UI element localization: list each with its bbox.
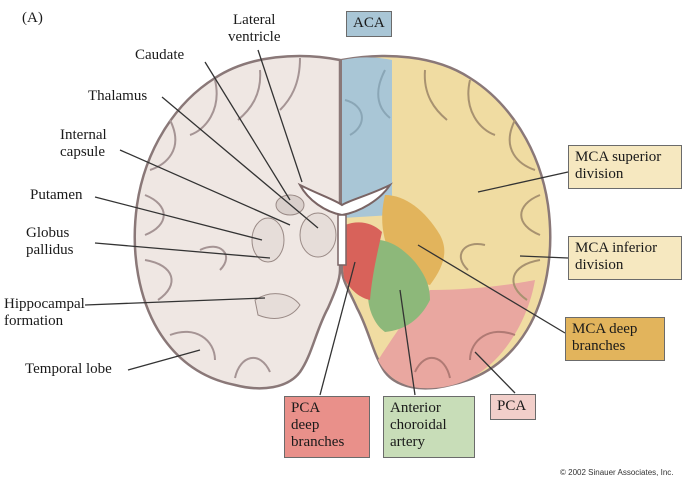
- thalamus-nucleus: [299, 212, 337, 258]
- box-mca-superior: MCA superior division: [568, 145, 682, 189]
- label-internal-capsule-line2: capsule: [60, 144, 105, 160]
- label-internal-capsule: Internal capsule: [60, 127, 107, 161]
- label-putamen: Putamen: [30, 187, 83, 203]
- label-hippocampal-formation-line1: Hippocampal: [4, 296, 85, 312]
- box-mca-inferior-line2: division: [575, 257, 624, 273]
- box-anterior-choroidal-line2: choroidal: [390, 417, 447, 433]
- label-lateral-ventricle: Lateral ventricle: [228, 12, 280, 46]
- label-hippocampal-formation-line2: formation: [4, 313, 64, 329]
- label-lateral-ventricle-line2: ventricle: [228, 29, 281, 45]
- right-gyri: [423, 69, 541, 301]
- box-mca-inferior: MCA inferior division: [568, 236, 682, 280]
- box-pca-deep-line2: deep: [291, 417, 320, 433]
- box-mca-inferior-line1: MCA inferior: [575, 240, 658, 256]
- box-mca-deep: MCA deep branches: [565, 317, 665, 361]
- putamen-nucleus: [251, 217, 285, 263]
- label-globus-pallidus: Globus pallidus: [26, 225, 74, 259]
- copyright-notice: © 2002 Sinauer Associates, Inc.: [560, 468, 674, 477]
- hippocampus: [254, 293, 301, 319]
- box-pca-deep-line3: branches: [291, 434, 345, 450]
- box-pca: PCA: [490, 394, 536, 420]
- anterior-choroidal-territory: [366, 239, 430, 332]
- third-ventricle: [337, 214, 347, 266]
- box-anterior-choroidal-line3: artery: [390, 434, 425, 450]
- label-temporal-lobe: Temporal lobe: [25, 361, 112, 377]
- aca-sulci: [344, 69, 391, 136]
- panel-label: (A): [22, 10, 43, 26]
- label-globus-pallidus-line2: pallidus: [26, 242, 74, 258]
- box-mca-deep-line2: branches: [572, 338, 626, 354]
- box-mca-superior-line1: MCA superior: [575, 149, 662, 165]
- label-caudate: Caudate: [135, 47, 185, 63]
- leader-lines: [84, 49, 569, 396]
- label-internal-capsule-line1: Internal: [60, 127, 107, 143]
- box-mca-superior-line2: division: [575, 166, 624, 182]
- box-mca-deep-line1: MCA deep: [572, 321, 638, 337]
- pca-gyri: [414, 330, 516, 379]
- box-aca: ACA: [346, 11, 392, 37]
- label-thalamus: Thalamus: [88, 88, 148, 104]
- box-anterior-choroidal: Anterior choroidal artery: [383, 396, 475, 458]
- box-anterior-choroidal-line1: Anterior: [390, 400, 441, 416]
- box-pca-deep: PCA deep branches: [284, 396, 370, 458]
- lateral-ventricles: [297, 182, 393, 217]
- pca-deep-territory: [342, 222, 382, 300]
- label-lateral-ventricle-line1: Lateral: [233, 12, 276, 28]
- box-pca-deep-line1: PCA: [291, 400, 321, 416]
- aca-territory: [342, 57, 392, 218]
- label-hippocampal-formation: Hippocampal formation: [4, 296, 85, 330]
- label-globus-pallidus-line1: Globus: [26, 225, 70, 241]
